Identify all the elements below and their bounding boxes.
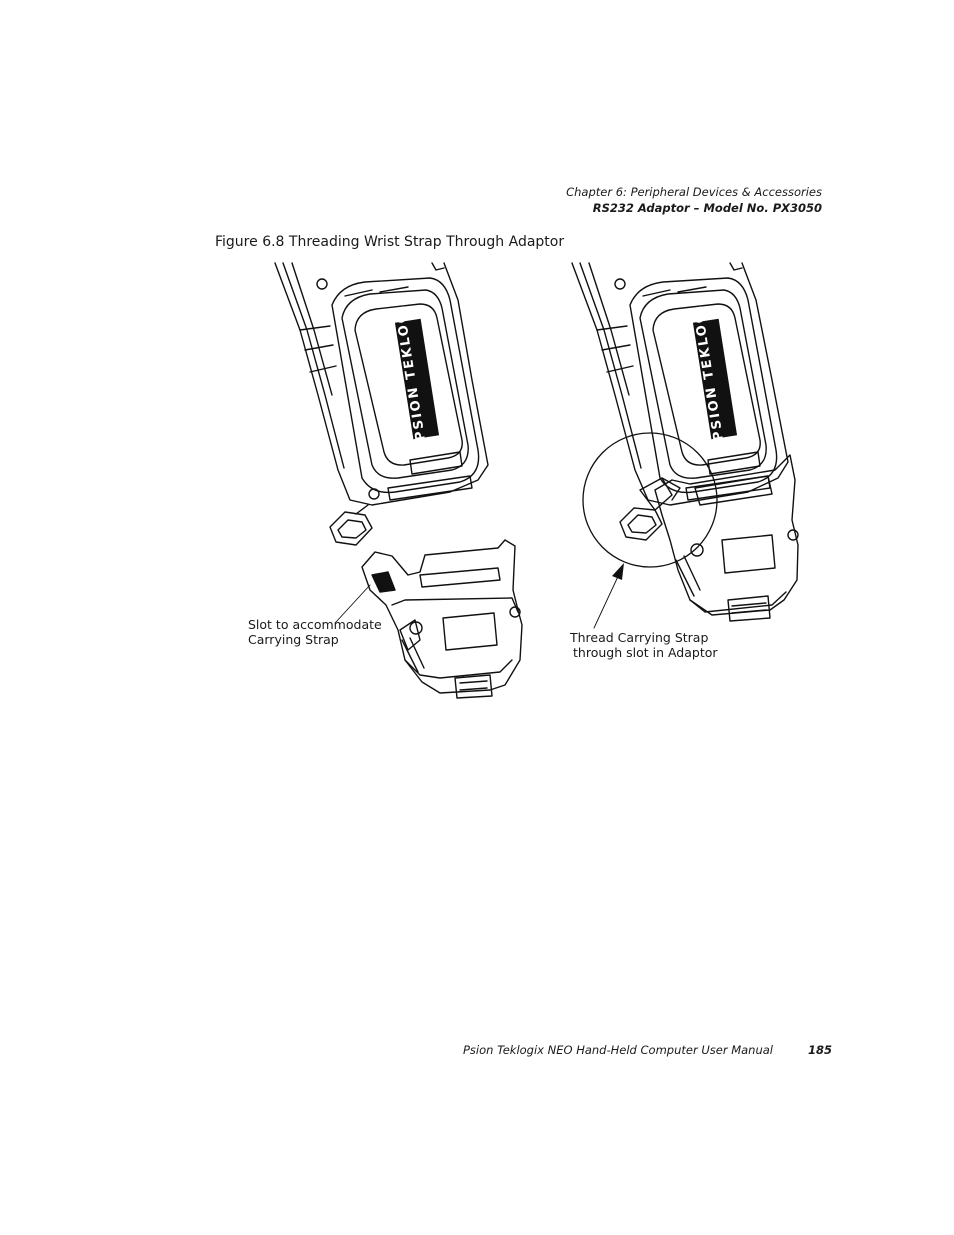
figure-title: Figure 6.8 Threading Wrist Strap Through… xyxy=(215,234,565,250)
footer-manual-title: Psion Teklogix NEO Hand-Held Computer Us… xyxy=(463,1043,773,1057)
left-callout-leader xyxy=(335,584,371,623)
right-battery-logo: PSION TEKLOGIX xyxy=(689,291,738,442)
left-callout-line2: Carrying Strap xyxy=(248,632,339,647)
section-header: RS232 Adaptor – Model No. PX3050 xyxy=(592,201,822,215)
right-callout-line1: Thread Carrying Strap xyxy=(570,630,709,645)
right-device-drawing: PSION TEKLOGIX xyxy=(571,262,799,622)
chapter-header: Chapter 6: Peripheral Devices & Accessor… xyxy=(566,185,822,199)
left-adaptor-drawing xyxy=(361,539,523,699)
left-strap-buckle xyxy=(329,504,373,546)
left-device-drawing: PSION TEKLOGIX xyxy=(274,262,489,506)
right-strap-buckle xyxy=(619,477,681,541)
left-battery-logo: PSION TEKLOGIX xyxy=(391,291,440,442)
right-callout: Thread Carrying Strap through slot in Ad… xyxy=(570,630,718,660)
left-callout-line1: Slot to accommodate xyxy=(248,617,382,632)
detail-magnifier-circle xyxy=(582,432,718,568)
page-number: 185 xyxy=(808,1043,833,1057)
left-callout: Slot to accommodate Carrying Strap xyxy=(248,617,382,647)
right-callout-line2: through slot in Adaptor xyxy=(573,645,718,660)
right-callout-leader xyxy=(593,563,624,629)
